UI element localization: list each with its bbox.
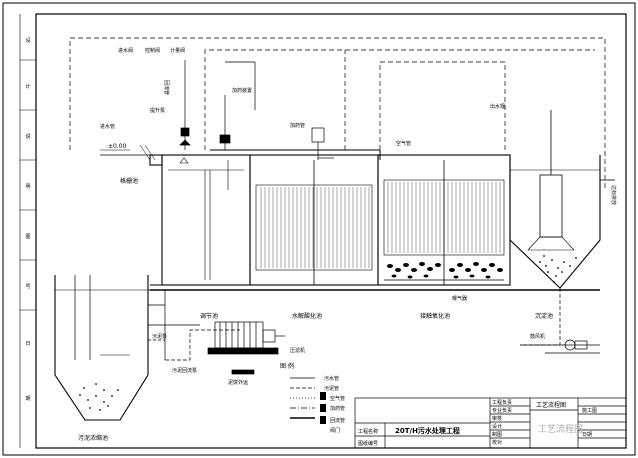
legend: 图 例 污水管 污泥管 空气管 加药管 回流管 阀门: [280, 362, 345, 434]
tb-row5: 制图: [492, 431, 502, 438]
label-hydrolysis: 水解酸化池: [292, 312, 322, 320]
strip-char-2: 说: [25, 133, 30, 140]
tb-row1: 工程负责: [492, 399, 512, 406]
adjust-tank: [161, 154, 251, 286]
strip-char-6: 日: [25, 341, 30, 347]
legend-title: 图 例: [280, 362, 294, 370]
tb-row4: 设计: [492, 423, 502, 430]
label-outlet: 达标排放: [610, 185, 617, 205]
title-block-text: 工程名称 图纸编号 20T/H污水处理工程 工程负责 专业负责 审核 设计 制图…: [358, 399, 597, 447]
strip-char-5: 号: [25, 284, 30, 290]
air-pipe-network: [69, 37, 606, 190]
legend-item-1: 污泥管: [324, 385, 339, 392]
legend-item-5: 阀门: [330, 427, 340, 434]
label-sludge-pump: 污泥泵: [152, 333, 167, 340]
return-pump: [545, 339, 600, 354]
settling-sludge: [539, 255, 577, 283]
label-pipe-a: 提升泵: [150, 107, 165, 114]
legend-item-0: 污水管: [324, 375, 339, 382]
legend-item-4: 回流管: [330, 417, 345, 424]
tb-row3: 审核: [492, 415, 502, 422]
label-inlet-pipe: 进水管: [100, 123, 115, 130]
tb-drawing-no: 图纸编号: [358, 440, 378, 447]
adjust-internals: [168, 157, 244, 280]
watermark-text: 工艺流程图: [538, 423, 583, 435]
filter-press: [207, 321, 285, 375]
label-aerator: 曝气器: [452, 295, 467, 302]
inlet-line: [100, 144, 156, 161]
label-valve-ctrl: 控制阀: [145, 47, 160, 54]
label-sludge-cake: 泥饼外运: [228, 379, 248, 386]
label-blower: 鼓风机: [530, 333, 545, 340]
tb-row6: 校对: [492, 439, 502, 446]
watermark: 工艺流程图: [538, 423, 583, 435]
label-air-pipe: 空气管: [396, 140, 411, 147]
strip-char-0: 设: [25, 37, 30, 44]
label-sludge-return: 污泥回流泵: [172, 367, 197, 374]
contact-media: [383, 160, 505, 285]
label-grit: 格栅池: [120, 177, 138, 185]
label-dosing2: 加药管: [290, 122, 305, 129]
strip-char-7: 期: [25, 396, 30, 402]
label-filter-press: 压滤机: [290, 347, 305, 354]
settling-tank: [509, 110, 601, 289]
label-dosing: 加药装置: [232, 87, 252, 94]
tb-sheet: 工艺流程图: [536, 401, 566, 409]
sludge-tank: [54, 275, 149, 421]
strip-char-4: 图: [25, 234, 30, 240]
label-valve-in: 进水阀: [118, 47, 133, 54]
label-level: ±0.00: [108, 143, 127, 150]
label-sludge-tank: 污泥浓缩池: [78, 434, 108, 442]
legend-item-3: 加药管: [330, 405, 345, 412]
dosing-assembly: [179, 60, 381, 160]
label-contact: 接触氧化池: [420, 312, 450, 320]
aerator-bubbles: [387, 262, 503, 279]
left-strip: 设 计 说 明 图 号 日 期: [19, 14, 36, 448]
tb-company: 工程名称: [358, 428, 378, 435]
strip-char-1: 计: [25, 83, 30, 90]
label-flow-meter: 计量阀: [170, 47, 185, 54]
label-pipe-b: 回流管: [163, 80, 170, 95]
sludge-tank-fill: [79, 383, 119, 411]
label-settle: 沉淀池: [535, 312, 553, 320]
legend-item-2: 空气管: [330, 395, 345, 402]
tb-stage: 施工图: [582, 407, 597, 414]
drawing-title: 20T/H污水处理工程: [395, 426, 460, 435]
label-adjust: 调节池: [200, 312, 218, 320]
process-labels: ±0.00 格栅池 调节池 水解酸化池 接触氧化池 沉淀池 污泥浓缩池 达标排放…: [78, 47, 617, 442]
tb-row2: 专业负责: [492, 407, 512, 414]
hydrolysis-media: [255, 160, 373, 285]
tb-date: 日期: [582, 432, 592, 438]
strip-char-3: 明: [25, 184, 30, 190]
title-block: [354, 397, 627, 449]
label-effluent: 出水堰: [490, 103, 505, 110]
tank-structure: [149, 154, 600, 291]
inner-frame: [35, 13, 627, 449]
